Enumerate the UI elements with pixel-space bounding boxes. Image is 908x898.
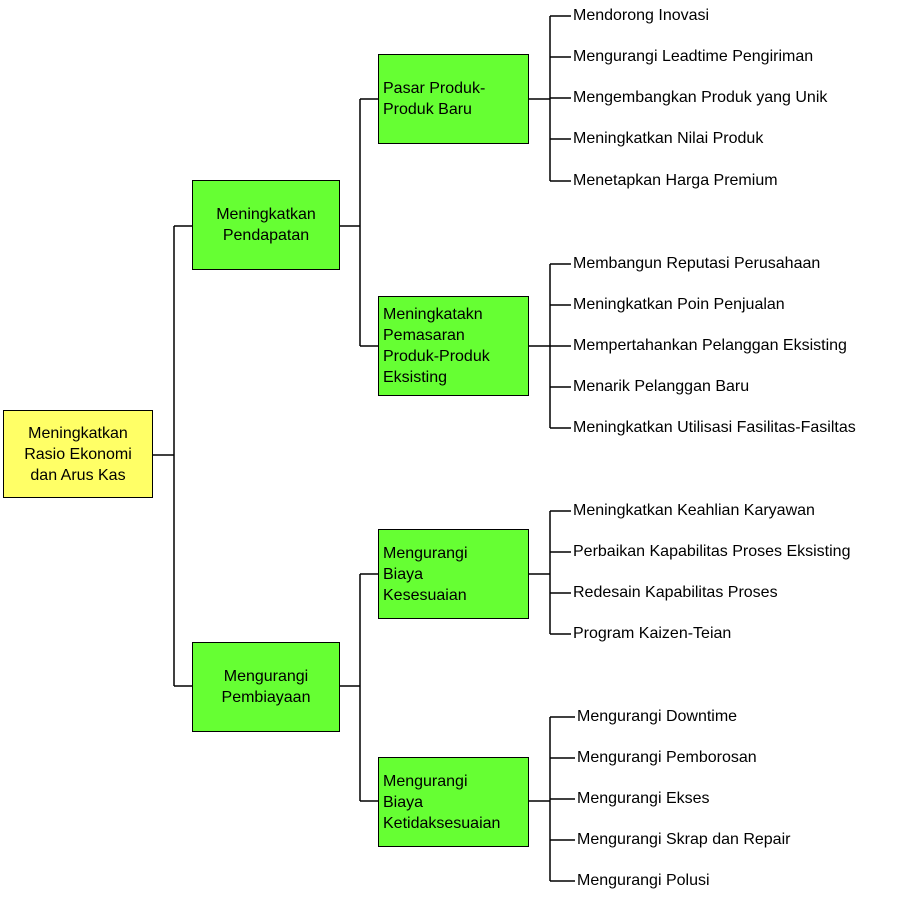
leaf-item: Meningkatkan Nilai Produk (573, 130, 764, 147)
branch-node-pendapatan: Meningkatkan Pendapatan (192, 180, 340, 270)
leaf-item: Program Kaizen-Teian (573, 625, 732, 642)
leaf-item: Mengurangi Leadtime Pengiriman (573, 48, 814, 65)
branch-node-label: Meningkatkan Pendapatan (216, 206, 316, 244)
sub-node-biaya-kesesuaian: Mengurangi Biaya Kesesuaian (378, 529, 529, 619)
sub-node-label: Mengurangi Biaya Ketidaksesuaian (383, 772, 501, 832)
leaf-item: Mengembangkan Produk yang Unik (573, 89, 828, 106)
sub-node-biaya-ketidaksesuaian: Mengurangi Biaya Ketidaksesuaian (378, 757, 529, 847)
leaf-item: Mengurangi Polusi (577, 872, 710, 889)
sub-node-label: Mengurangi Biaya Kesesuaian (383, 544, 468, 604)
leaf-item: Mengurangi Skrap dan Repair (577, 831, 791, 848)
branch-node-pembiayaan: Mengurangi Pembiayaan (192, 642, 340, 732)
leaf-item: Meningkatkan Keahlian Karyawan (573, 502, 815, 519)
sub-node-pasar-produk-baru: Pasar Produk- Produk Baru (378, 54, 529, 144)
leaf-item: Meningkatkan Poin Penjualan (573, 296, 785, 313)
sub-node-label: Meningkatakn Pemasaran Produk-Produk Eks… (383, 306, 490, 386)
sub-node-pemasaran-eksisting: Meningkatakn Pemasaran Produk-Produk Eks… (378, 296, 529, 396)
leaf-item: Menetapkan Harga Premium (573, 172, 778, 189)
branch-node-label: Mengurangi Pembiayaan (221, 668, 311, 706)
sub-node-label: Pasar Produk- Produk Baru (383, 80, 486, 118)
leaf-item: Meningkatkan Utilisasi Fasilitas-Fasilta… (573, 419, 856, 436)
leaf-item: Mendorong Inovasi (573, 7, 710, 24)
leaf-item: Mengurangi Downtime (577, 708, 738, 725)
leaf-item: Membangun Reputasi Perusahaan (573, 255, 821, 272)
leaf-item: Mempertahankan Pelanggan Eksisting (573, 337, 847, 354)
root-node-label: Meningkatkan Rasio Ekonomi dan Arus Kas (24, 424, 132, 484)
leaf-item: Perbaikan Kapabilitas Proses Eksisting (573, 543, 851, 560)
leaf-item: Mengurangi Ekses (577, 790, 710, 807)
leaf-item: Menarik Pelanggan Baru (573, 378, 750, 395)
leaf-item: Mengurangi Pemborosan (577, 749, 757, 766)
root-node: Meningkatkan Rasio Ekonomi dan Arus Kas (3, 410, 153, 498)
leaf-item: Redesain Kapabilitas Proses (573, 584, 778, 601)
